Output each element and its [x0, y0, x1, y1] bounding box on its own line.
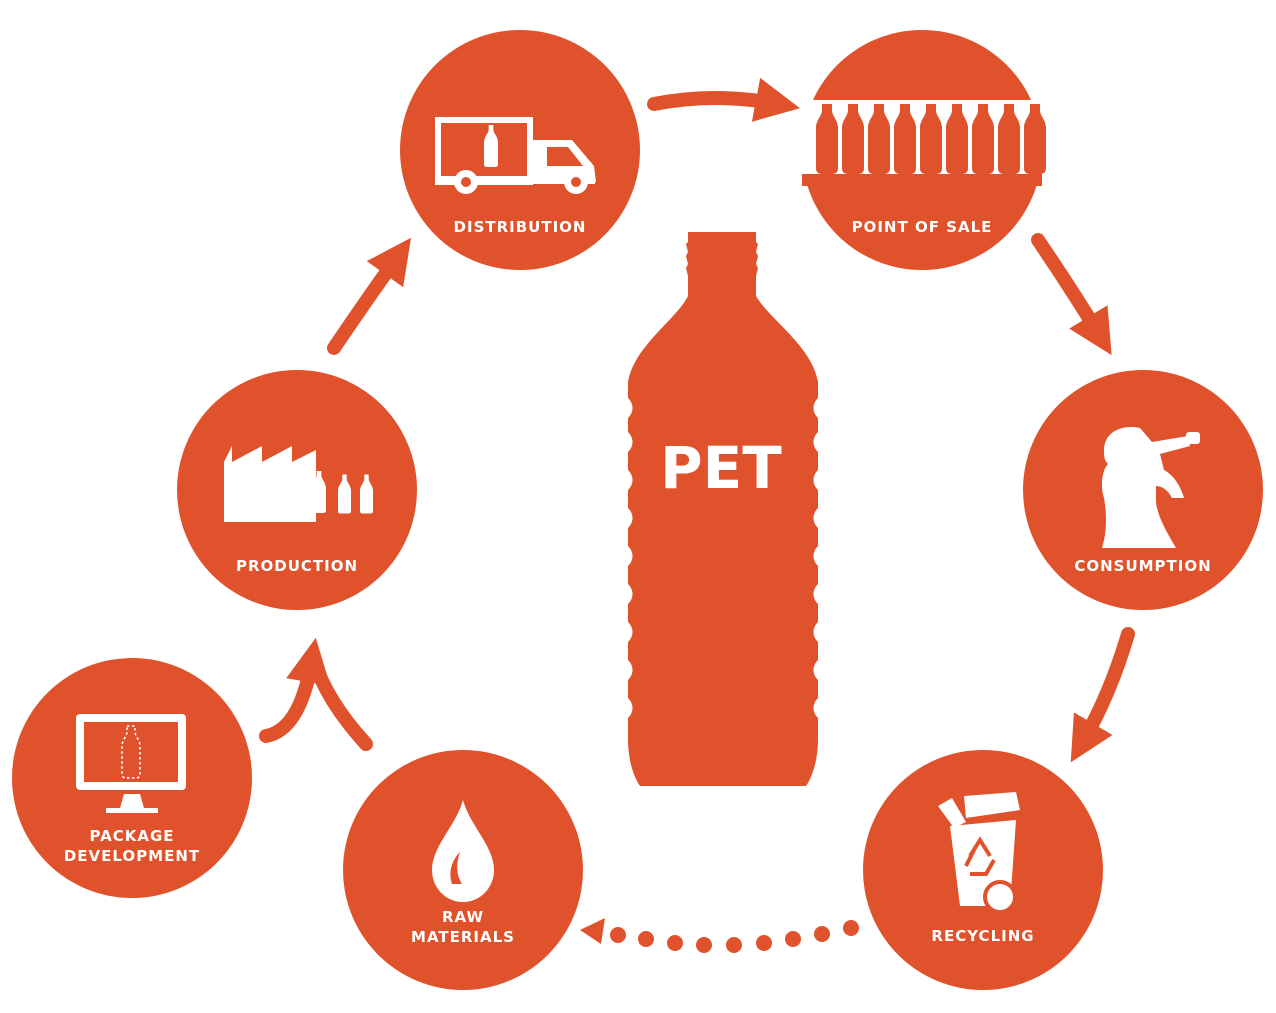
stage-consumption: CONSUMPTION — [1023, 370, 1263, 610]
stage-production-label: PRODUCTION — [236, 557, 358, 575]
factory-icon — [224, 446, 373, 522]
arrow-package-to-production — [259, 637, 331, 743]
truck-icon — [435, 117, 596, 194]
monitor-icon — [76, 714, 186, 813]
bottle-icon — [628, 232, 818, 786]
arrow-distribution-to-pos — [647, 77, 801, 122]
person-drinking-icon — [1101, 426, 1200, 548]
flow-arrows — [259, 77, 1135, 763]
stage-distribution-label: DISTRIBUTION — [454, 218, 587, 236]
arrow-production-to-distribution — [327, 237, 412, 355]
stage-package-development-label-1: PACKAGE — [89, 827, 174, 845]
stage-package-development: PACKAGE DEVELOPMENT — [12, 658, 252, 898]
arrow-raw-to-production — [307, 653, 373, 751]
stage-point-of-sale-label: POINT OF SALE — [852, 218, 993, 236]
stage-production: PRODUCTION — [177, 370, 417, 610]
dotted-arrow-recycling-to-raw — [580, 918, 859, 953]
drop-icon — [432, 800, 494, 902]
dotted-arrow-head — [580, 918, 605, 944]
bottles-shelf-icon — [802, 100, 1046, 186]
stage-consumption-label: CONSUMPTION — [1074, 557, 1211, 575]
arrow-consumption-to-recycling — [1070, 627, 1135, 763]
stage-raw-materials-label-2: MATERIALS — [411, 928, 515, 946]
stage-raw-materials-label-1: RAW — [442, 908, 484, 926]
recycling-bin-icon — [938, 792, 1020, 914]
stage-recycling-label: RECYCLING — [931, 927, 1034, 945]
stage-recycling: RECYCLING — [863, 750, 1103, 990]
center-label: PET — [660, 434, 782, 502]
center-bottle: PET — [628, 232, 818, 786]
arrow-pos-to-consumption — [1031, 233, 1112, 356]
stage-distribution: DISTRIBUTION — [400, 30, 640, 270]
stage-point-of-sale: POINT OF SALE — [802, 30, 1046, 270]
stage-raw-materials: RAW MATERIALS — [343, 750, 583, 990]
stage-package-development-label-2: DEVELOPMENT — [64, 847, 200, 865]
